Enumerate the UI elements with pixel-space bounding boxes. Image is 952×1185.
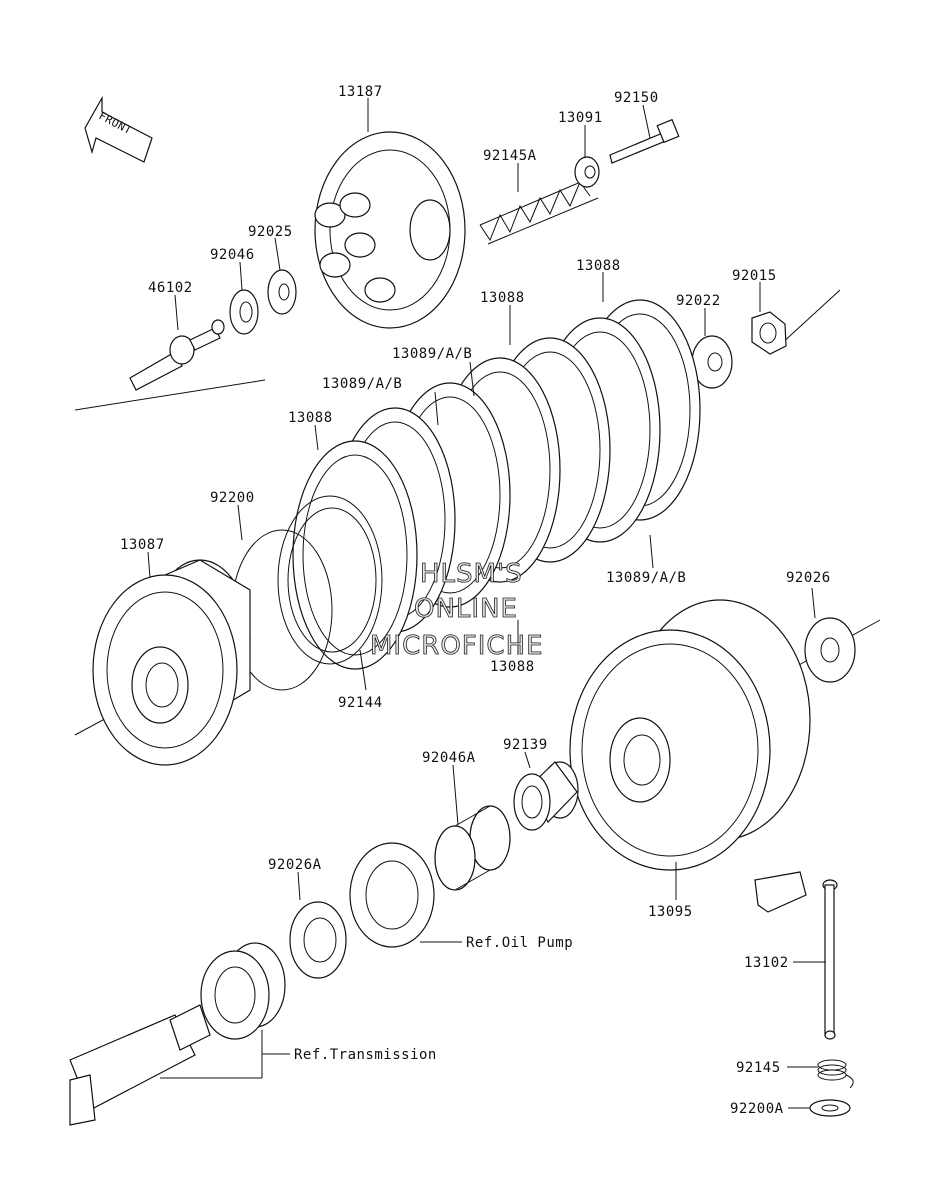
axis-line-top-right bbox=[779, 289, 841, 346]
label-ref-transmission: Ref.Transmission bbox=[294, 1047, 437, 1063]
svg-text:MICROFICHE: MICROFICHE bbox=[370, 631, 544, 661]
front-arrow-icon: FRONT bbox=[84, 95, 153, 163]
svg-text:ONLINE: ONLINE bbox=[414, 594, 518, 624]
part-92015-nut bbox=[751, 311, 787, 355]
label-92025: 92025 bbox=[248, 224, 293, 240]
label-13088-bottom: 13088 bbox=[490, 659, 535, 675]
label-92015: 92015 bbox=[732, 268, 777, 284]
part-92046-bearing bbox=[229, 289, 259, 335]
axis-line-top-left bbox=[74, 379, 266, 411]
part-92150-bolt bbox=[609, 118, 680, 164]
label-13088-left: 13088 bbox=[288, 410, 333, 426]
part-46102-pushrod bbox=[129, 319, 225, 391]
svg-text:HLSM'S: HLSM'S bbox=[420, 559, 523, 589]
label-13102: 13102 bbox=[744, 955, 789, 971]
part-13095-housing bbox=[569, 599, 811, 871]
part-92025-washer bbox=[267, 269, 297, 315]
label-92145: 92145 bbox=[736, 1060, 781, 1076]
label-92150: 92150 bbox=[614, 90, 659, 106]
label-13087: 13087 bbox=[120, 537, 165, 553]
label-92145a: 92145A bbox=[483, 148, 537, 164]
label-92139: 92139 bbox=[503, 737, 548, 753]
part-92026-washer bbox=[804, 617, 856, 683]
label-92046: 92046 bbox=[210, 247, 255, 263]
part-13091-bushing bbox=[574, 156, 600, 188]
label-92144: 92144 bbox=[338, 695, 383, 711]
label-92046a: 92046A bbox=[422, 750, 476, 766]
transmission-bearing bbox=[200, 942, 286, 1040]
part-13087-hub bbox=[92, 559, 251, 766]
label-13089-2: 13089/A/B bbox=[322, 376, 402, 392]
transmission-shaft bbox=[69, 1004, 211, 1126]
label-13089-1: 13089/A/B bbox=[392, 346, 472, 362]
clutch-plate-stack bbox=[292, 299, 701, 670]
part-92139-sleeve bbox=[513, 761, 579, 831]
label-ref-oil-pump: Ref.Oil Pump bbox=[466, 935, 573, 951]
oil-pump-gear bbox=[349, 842, 435, 948]
label-13095: 13095 bbox=[648, 904, 693, 920]
part-92145a-spring bbox=[479, 177, 599, 245]
leader-lines bbox=[147, 98, 826, 1109]
part-92046a-needle-bearing bbox=[434, 805, 511, 891]
label-92026a: 92026A bbox=[268, 857, 322, 873]
part-92026a-washer bbox=[289, 901, 347, 979]
label-92200: 92200 bbox=[210, 490, 255, 506]
label-13187: 13187 bbox=[338, 84, 383, 100]
label-46102: 46102 bbox=[148, 280, 193, 296]
part-labels: 13187 92150 13091 92145A 92025 92046 461… bbox=[120, 84, 831, 1117]
part-92200a-washer bbox=[809, 1099, 851, 1117]
part-13187-pressure-plate bbox=[314, 131, 466, 329]
label-92026: 92026 bbox=[786, 570, 831, 586]
label-13088-top: 13088 bbox=[576, 258, 621, 274]
label-13091: 13091 bbox=[558, 110, 603, 126]
watermark: HLSM'S ONLINE MICROFICHE bbox=[370, 559, 544, 662]
label-92200a: 92200A bbox=[730, 1101, 784, 1117]
part-92144-ring bbox=[277, 495, 383, 665]
part-13102-shaft bbox=[754, 871, 838, 1040]
part-92145-spring bbox=[817, 1059, 854, 1089]
label-92022: 92022 bbox=[676, 293, 721, 309]
label-13089-3: 13089/A/B bbox=[606, 570, 686, 586]
label-13088-mid: 13088 bbox=[480, 290, 525, 306]
